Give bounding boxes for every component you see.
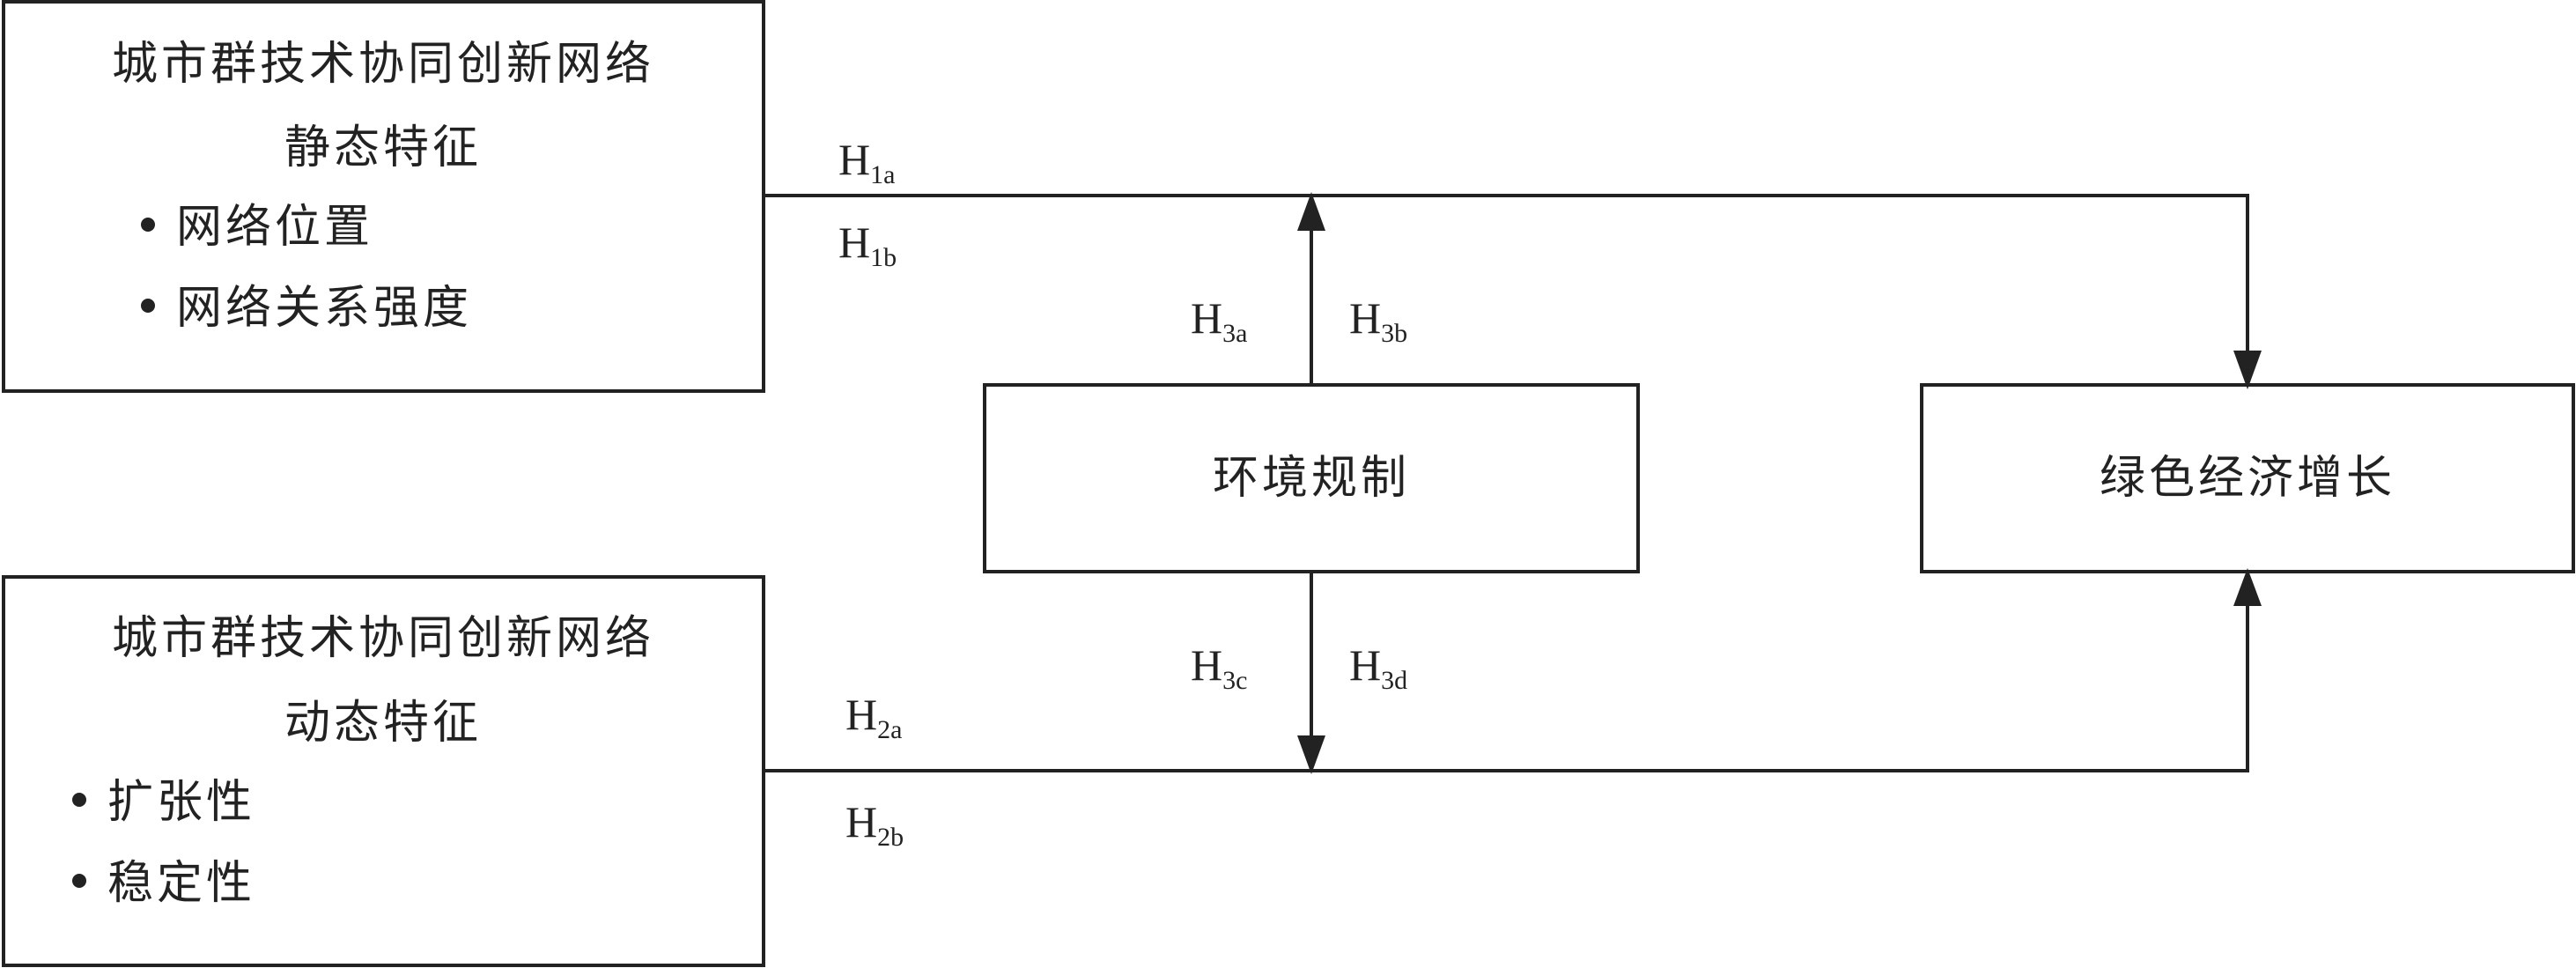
static-box-title-line1: 城市群技术协同创新网络 (112, 38, 654, 91)
hypothesis-h3b: H3b (1349, 293, 1407, 348)
dynamic-to-growth-line (764, 597, 2249, 772)
dynamic-item-stability: 稳定性 (107, 857, 255, 910)
dynamic-features-box: 城市群技术协同创新网络 动态特征 扩张性 稳定性 (2, 575, 765, 967)
bullet-icon (141, 299, 155, 313)
arrow-up-to-top-line-icon (1297, 192, 1325, 231)
hypothesis-h3d: H3d (1349, 640, 1407, 695)
hypothesis-h1b: H1b (838, 218, 897, 272)
dynamic-box-title-line1: 城市群技术协同创新网络 (112, 612, 654, 665)
bullet-icon (141, 218, 155, 232)
static-to-growth-line (764, 194, 2249, 357)
bullet-icon (72, 874, 86, 888)
static-box-title-line2: 静态特征 (284, 122, 482, 174)
green-growth-box: 绿色经济增长 (1920, 383, 2575, 573)
arrow-down-to-bottom-line-icon (1297, 735, 1325, 774)
environmental-regulation-box: 环境规制 (983, 383, 1640, 573)
arrow-up-into-growth-icon (2233, 568, 2262, 606)
env-box-label: 环境规制 (1213, 452, 1410, 505)
bullet-icon (72, 793, 86, 807)
static-item-network-position: 网络位置 (176, 201, 373, 254)
dynamic-item-expansion: 扩张性 (107, 776, 255, 829)
hypothesis-h3a: H3a (1191, 293, 1247, 348)
hypothesis-labels: H1a H1b H3a H3b H3c H3d H2a H2b (838, 135, 1407, 852)
hypothesis-h3c: H3c (1191, 640, 1247, 695)
arrow-down-into-growth-icon (2233, 351, 2262, 389)
static-features-box: 城市群技术协同创新网络 静态特征 网络位置 网络关系强度 (2, 0, 765, 393)
static-item-relation-strength: 网络关系强度 (176, 282, 472, 335)
hypothesis-h2b: H2b (845, 797, 904, 852)
hypothesis-h1a: H1a (838, 135, 895, 189)
arrowheads (1297, 192, 2262, 774)
static-box-frame (2, 0, 765, 393)
connector-lines (764, 194, 2249, 772)
green-box-label: 绿色经济增长 (2100, 452, 2395, 505)
green-box-frame (1920, 383, 2575, 573)
dynamic-box-frame (2, 575, 765, 967)
hypothesis-h2a: H2a (845, 690, 902, 744)
dynamic-box-title-line2: 动态特征 (284, 697, 482, 750)
